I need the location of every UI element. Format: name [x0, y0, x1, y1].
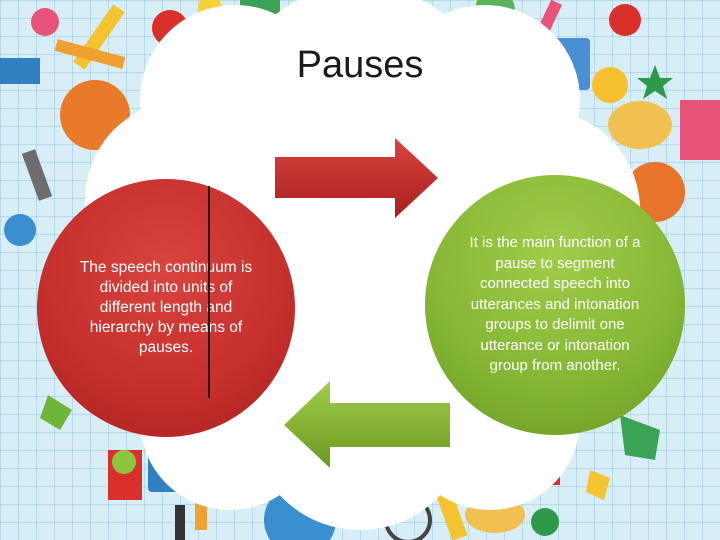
right-circle-text: It is the main function of a pause to se…: [469, 234, 641, 375]
palette-icon: [608, 101, 672, 149]
book-icon: [0, 58, 40, 84]
globe-icon: [4, 214, 36, 246]
vertical-divider-line: [208, 186, 210, 398]
slide-title: Pauses: [296, 44, 424, 86]
leaf-icon: [586, 470, 610, 500]
pencil-icon: [54, 39, 126, 69]
leaf-icon: [40, 395, 72, 430]
leaf-icon: [620, 415, 660, 460]
book-icon: [680, 100, 720, 160]
apple-icon: [609, 4, 641, 36]
left-circle-text: The speech continuum is divided into uni…: [79, 259, 253, 356]
microscope-icon: [21, 149, 53, 201]
left-circle: The speech continuum is divided into uni…: [37, 179, 295, 437]
right-arrow-icon: [275, 138, 438, 218]
lightbulb-icon: [112, 450, 136, 474]
star-icon: [637, 65, 673, 99]
brush-icon: [175, 505, 185, 540]
music-note-icon: [531, 508, 559, 536]
music-note-icon: [31, 8, 59, 36]
right-circle: It is the main function of a pause to se…: [425, 175, 685, 435]
lightbulb-icon: [592, 67, 628, 103]
left-arrow-icon: [284, 381, 450, 468]
